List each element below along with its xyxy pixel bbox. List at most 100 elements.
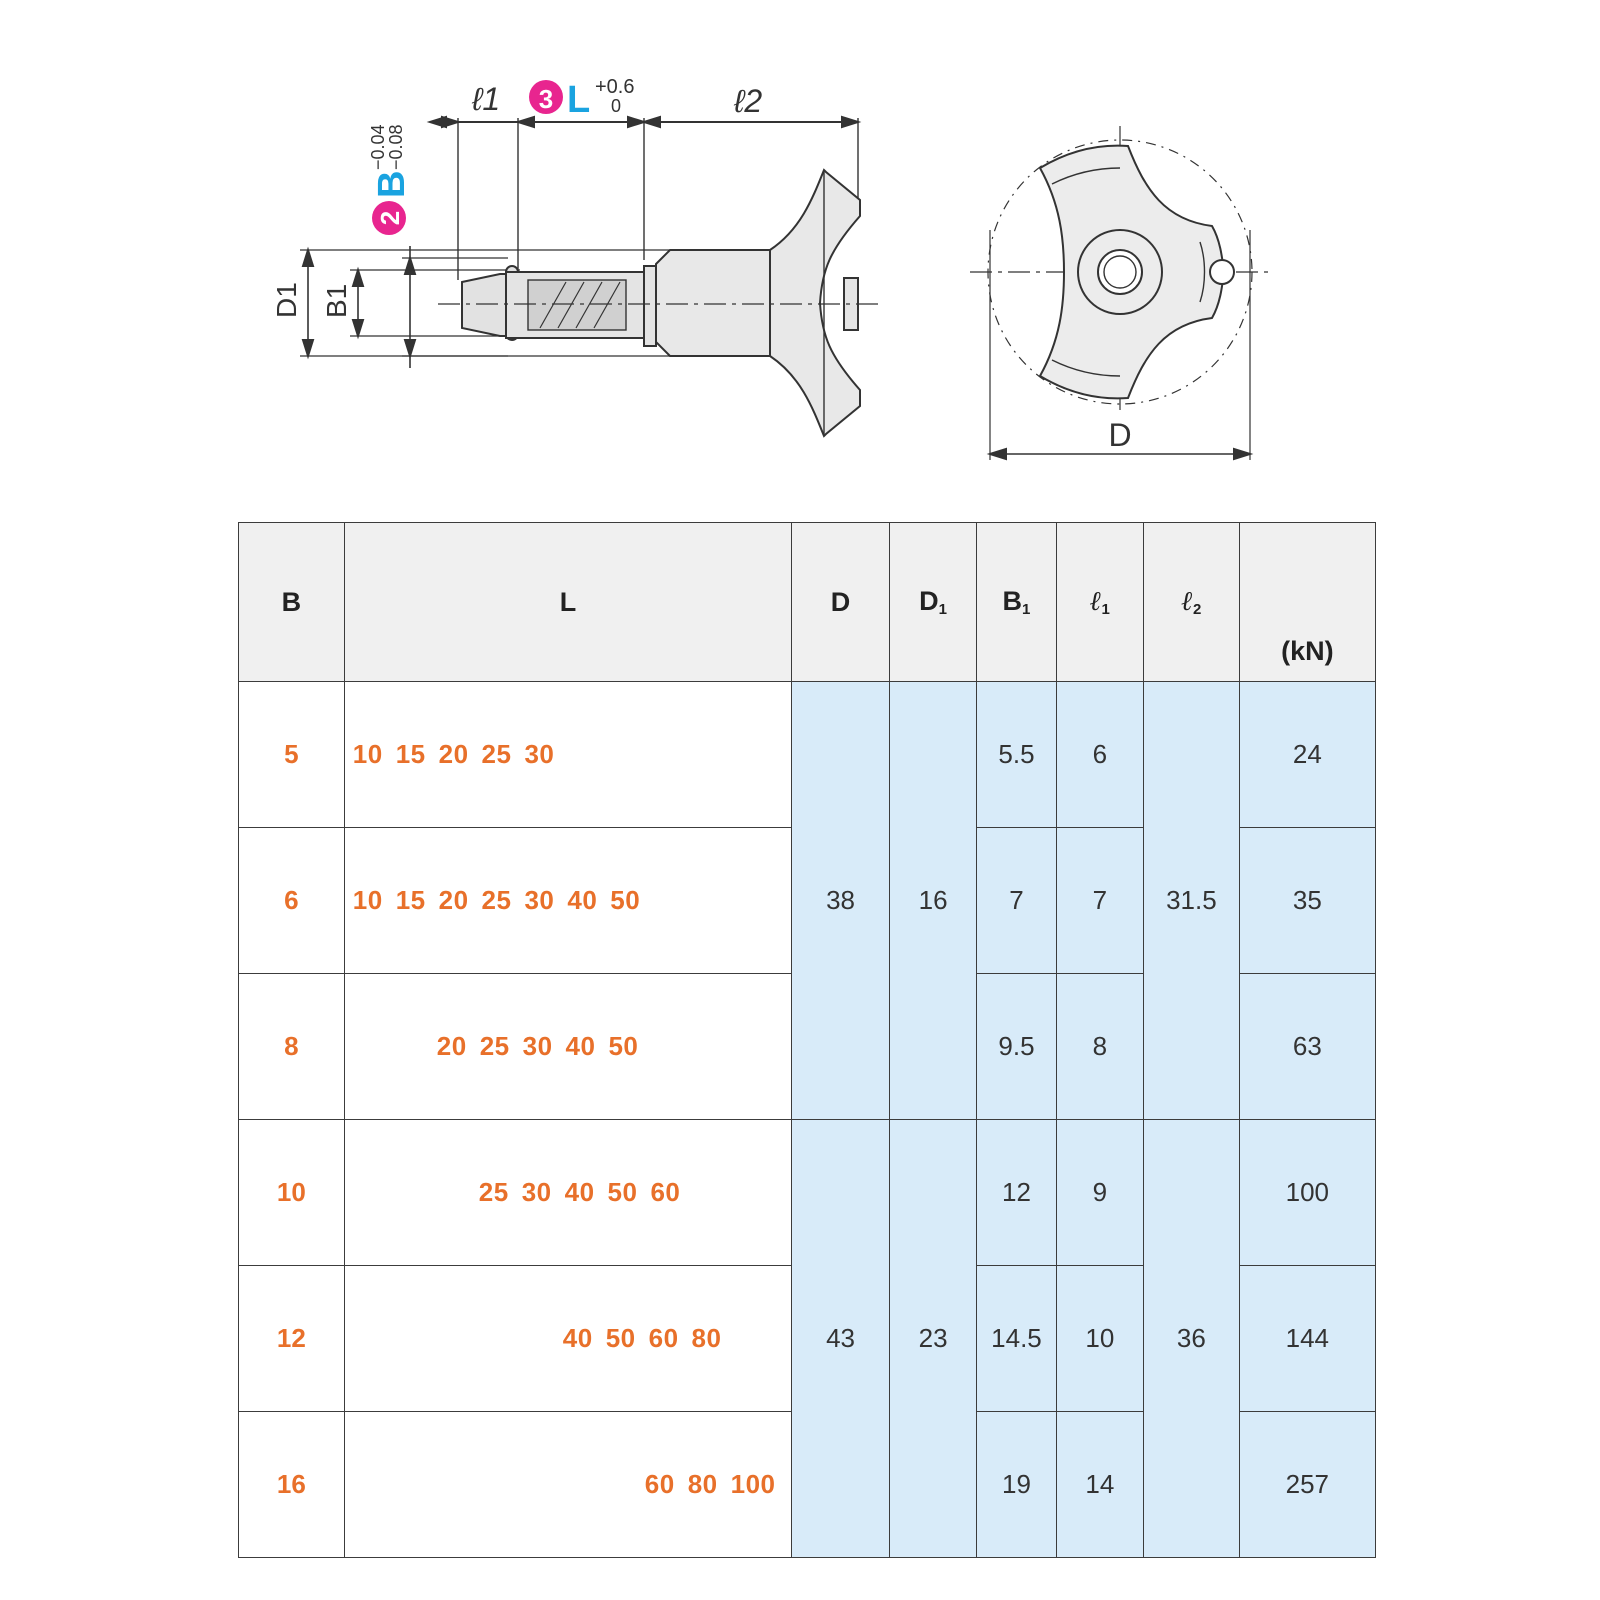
dimension-table: B L D D1 B1 ℓ1 ℓ2 (kN) 5 10 15 20 25 30 38 1… xyxy=(238,522,1377,1558)
l-value: 25 xyxy=(478,1177,509,1207)
cell-l1: 6 xyxy=(1055,681,1145,828)
cell-b1: 9.5 xyxy=(976,973,1057,1120)
cell-d1: 23 xyxy=(888,1119,978,1558)
cell-l-values: 25 30 40 50 60 xyxy=(343,1119,793,1266)
cell-load: 257 xyxy=(1238,1411,1377,1558)
l-value: 20 xyxy=(438,739,469,769)
spec-table: B L D D1 B1 ℓ1 ℓ2 (kN) 5 10 15 20 25 30 38 1… xyxy=(238,522,1377,1558)
l-value: 40 xyxy=(565,1031,596,1061)
table-row: 5 10 15 20 25 30 38 16 5.5 6 31.5 24 xyxy=(238,681,1377,1120)
header-l: L xyxy=(343,522,793,682)
l-value: 20 xyxy=(438,885,469,915)
header-b1: B1 xyxy=(976,522,1057,682)
cell-b: 12 xyxy=(238,1265,345,1412)
cell-b1: 7 xyxy=(976,827,1057,974)
cell-load: 144 xyxy=(1238,1265,1377,1412)
table-row: 10 25 30 40 50 60 43 23 12 9 36 100 xyxy=(238,1119,1377,1558)
header-b: B xyxy=(238,522,345,682)
b-callout-number: 2 xyxy=(375,211,405,225)
cell-l-values: 10 15 20 25 30 40 50 xyxy=(343,827,793,974)
cell-b1: 5.5 xyxy=(976,681,1057,828)
l-value: 15 xyxy=(395,885,426,915)
l-value: 30 xyxy=(521,1177,552,1207)
cell-l1: 7 xyxy=(1055,827,1145,974)
l-value: 50 xyxy=(608,1031,639,1061)
table-row: 16 60 80 100 19 14 257 xyxy=(238,1411,1377,1558)
l-value: 40 xyxy=(564,1177,595,1207)
table-row: 8 20 25 30 40 50 9.5 8 63 xyxy=(238,973,1377,1120)
l-callout-badge xyxy=(529,80,563,114)
l-value: 60 xyxy=(650,1177,681,1207)
l-callout-number: 3 xyxy=(539,84,553,114)
header-l2: ℓ2 xyxy=(1143,522,1240,682)
cell-l-values: 10 15 20 25 30 xyxy=(343,681,793,828)
cell-b1: 19 xyxy=(976,1411,1057,1558)
header-load-kn: (kN) xyxy=(1238,522,1377,682)
cell-load: 100 xyxy=(1238,1119,1377,1266)
cell-b: 5 xyxy=(238,681,345,828)
l-value: 60 xyxy=(648,1323,679,1353)
end-view-svg: D xyxy=(970,126,1270,461)
cell-l1: 14 xyxy=(1055,1411,1145,1558)
cell-l1: 8 xyxy=(1055,973,1145,1120)
l-value: 30 xyxy=(522,1031,553,1061)
cell-l2: 31.5 xyxy=(1143,681,1240,1120)
side-view-svg: ℓ1 3 L +0.6 0 ℓ2 2 B −0.04 −0.08 D1 B1 xyxy=(271,76,880,438)
d-label: D xyxy=(1108,417,1131,453)
l-value: 40 xyxy=(562,1323,593,1353)
cell-d: 43 xyxy=(791,1119,890,1558)
cell-b1: 14.5 xyxy=(976,1265,1057,1412)
cell-b1: 12 xyxy=(976,1119,1057,1266)
cell-load: 63 xyxy=(1238,973,1377,1120)
l-value: 25 xyxy=(481,885,512,915)
header-l1: ℓ1 xyxy=(1055,522,1145,682)
l-value: 20 xyxy=(436,1031,467,1061)
table-row: 6 10 15 20 25 30 40 50 7 7 35 xyxy=(238,827,1377,974)
cell-b: 8 xyxy=(238,973,345,1120)
cell-load: 24 xyxy=(1238,681,1377,828)
cell-l-values: 20 25 30 40 50 xyxy=(343,973,793,1120)
b1-label: B1 xyxy=(321,284,352,318)
cell-d1: 16 xyxy=(888,681,978,1120)
l-value: 80 xyxy=(691,1323,722,1353)
l-dimension-letter: L xyxy=(567,79,590,121)
b-callout-badge xyxy=(372,201,406,235)
l1-label: ℓ1 xyxy=(471,81,500,117)
cell-b: 10 xyxy=(238,1119,345,1266)
b-tolerance-upper: −0.04 xyxy=(368,124,388,170)
l-tolerance-lower: 0 xyxy=(611,96,621,116)
d1-label: D1 xyxy=(271,282,302,318)
cell-l-values: 40 50 60 80 xyxy=(343,1265,793,1412)
l2-label: ℓ2 xyxy=(733,83,762,119)
l-value: 100 xyxy=(730,1469,776,1499)
l-value: 60 xyxy=(644,1469,675,1499)
l-tolerance-upper: +0.6 xyxy=(595,76,634,98)
header-d: D xyxy=(791,522,890,682)
l-value: 50 xyxy=(607,1177,638,1207)
l-value: 40 xyxy=(567,885,598,915)
l-value: 10 xyxy=(352,885,383,915)
l-value: 50 xyxy=(610,885,641,915)
cell-load: 35 xyxy=(1238,827,1377,974)
cell-l2: 36 xyxy=(1143,1119,1240,1558)
l-value: 80 xyxy=(687,1469,718,1499)
b-tolerance-lower: −0.08 xyxy=(386,124,406,170)
cell-l-values: 60 80 100 xyxy=(343,1411,793,1558)
l-value: 15 xyxy=(395,739,426,769)
header-row: B L D D1 B1 ℓ1 ℓ2 (kN) xyxy=(238,522,1377,682)
header-d1: D1 xyxy=(888,522,978,682)
cell-d: 38 xyxy=(791,681,890,1120)
side-view-drawing: ℓ1 3 L +0.6 0 ℓ2 2 B −0.04 −0.08 D1 B1 xyxy=(240,60,900,480)
cell-b: 6 xyxy=(238,827,345,974)
l-value: 25 xyxy=(481,739,512,769)
table-row: 12 40 50 60 80 14.5 10 144 xyxy=(238,1265,1377,1412)
cell-l1: 10 xyxy=(1055,1265,1145,1412)
cell-l1: 9 xyxy=(1055,1119,1145,1266)
end-view-drawing: D xyxy=(960,110,1290,490)
l-value: 10 xyxy=(352,739,383,769)
l-value: 50 xyxy=(605,1323,636,1353)
l-value: 30 xyxy=(524,885,555,915)
l-value: 25 xyxy=(479,1031,510,1061)
l-value: 30 xyxy=(524,739,555,769)
cell-b: 16 xyxy=(238,1411,345,1558)
